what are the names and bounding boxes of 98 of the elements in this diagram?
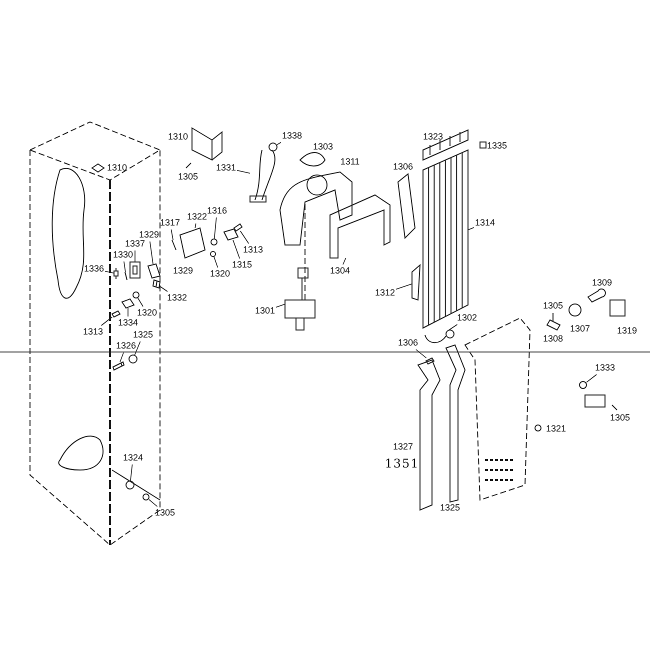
callout-number: 1307 xyxy=(570,324,590,334)
callout-number: 1321 xyxy=(546,424,566,434)
part-drawing xyxy=(179,227,206,259)
part-drawing xyxy=(223,228,239,241)
part-drawing xyxy=(330,194,390,258)
callout-number: 1329 xyxy=(172,266,194,276)
leader-line xyxy=(232,240,240,259)
part-drawing xyxy=(425,357,435,365)
callout-number: 1314 xyxy=(474,218,496,228)
part-drawing xyxy=(130,262,140,278)
callout-number: 1310 xyxy=(168,132,188,142)
callout-number: 1306 xyxy=(392,162,414,172)
callout-number: 1334 xyxy=(118,318,138,328)
callout-number: 1320 xyxy=(210,268,230,280)
leader-line xyxy=(214,217,217,240)
callout-number: 1301 xyxy=(254,306,276,316)
callout-number: 1332 xyxy=(166,292,188,304)
callout-number: 1338 xyxy=(282,130,302,142)
part-drawing xyxy=(424,330,454,344)
leader-line xyxy=(276,304,286,308)
callout-number: 1320 xyxy=(136,308,158,318)
leader-line xyxy=(468,227,474,230)
callout-number: 1331 xyxy=(216,162,236,174)
part-drawing xyxy=(147,263,161,279)
callout-number: 1305 xyxy=(154,508,176,518)
part-drawing xyxy=(111,310,121,318)
callout-number: 1302 xyxy=(456,312,478,324)
callout-number: 1309 xyxy=(592,278,612,288)
part-drawing xyxy=(114,268,118,280)
part-drawing xyxy=(124,272,128,280)
callout-number: 1305 xyxy=(610,412,630,424)
leader-line xyxy=(586,374,597,383)
washer-drawing xyxy=(268,142,278,152)
leader-line xyxy=(104,270,114,274)
washer-drawing xyxy=(210,251,216,257)
callout-number: 1313 xyxy=(82,326,104,338)
leader-line xyxy=(137,298,144,307)
part-drawing xyxy=(233,223,243,232)
callout-number: 1317 xyxy=(160,218,180,228)
washer-drawing xyxy=(142,494,150,500)
callout-number: 1325 xyxy=(440,502,460,514)
callout-number: 1319 xyxy=(616,326,638,336)
leader-line xyxy=(396,283,412,290)
callout-number: 1326 xyxy=(116,340,136,352)
part-drawing xyxy=(412,264,421,301)
leader-line xyxy=(276,142,282,146)
callout-number: 1313 xyxy=(242,244,264,256)
callout-number: 1308 xyxy=(542,334,564,344)
callout-number: 1316 xyxy=(206,206,228,216)
washer-drawing xyxy=(126,480,134,490)
leader-line xyxy=(148,499,158,507)
part-drawing xyxy=(172,240,176,250)
callout-number: 1306 xyxy=(398,338,418,348)
callout-number: 1336 xyxy=(84,264,104,274)
leader-line xyxy=(236,170,250,174)
leader-line xyxy=(130,464,133,482)
leader-line xyxy=(240,230,250,244)
part-drawing xyxy=(250,150,276,202)
part-drawing xyxy=(121,298,135,309)
callout-number: 1303 xyxy=(312,142,334,152)
leader-line xyxy=(120,352,124,362)
leader-line xyxy=(170,229,174,240)
callout-number: 1305 xyxy=(542,300,564,312)
callout-number: 1335 xyxy=(486,140,508,152)
callout-number: 1311 xyxy=(340,156,360,168)
callout-number: 1323 xyxy=(422,132,444,142)
callout-number: 1327 xyxy=(392,442,414,452)
leader-line xyxy=(160,286,168,292)
callout-number: 1312 xyxy=(374,288,396,298)
leader-line xyxy=(213,256,218,268)
washer-drawing xyxy=(210,238,218,246)
callout-number: 1324 xyxy=(122,452,144,464)
washer-drawing xyxy=(132,292,140,298)
washer-drawing xyxy=(579,381,587,389)
callout-number: 1305 xyxy=(178,172,198,182)
leader-line xyxy=(134,341,141,356)
part-drawing xyxy=(284,268,316,330)
callout-number: 1304 xyxy=(330,266,350,276)
callout-number: 1325 xyxy=(132,330,154,340)
callout-number: 1333 xyxy=(594,362,616,374)
callout-number: 1329 xyxy=(138,230,160,240)
leader-line xyxy=(194,223,196,228)
callout-number: 1330 xyxy=(112,250,134,260)
callout-number: 1337 xyxy=(124,238,146,250)
callout-number: 1322 xyxy=(186,212,208,222)
leader-line xyxy=(124,261,126,272)
callout-number: 1310 xyxy=(106,162,128,174)
handwritten-note: 1351 xyxy=(384,458,420,470)
leader-line xyxy=(150,241,154,264)
part-drawing xyxy=(112,361,125,370)
leader-line xyxy=(342,258,346,265)
washer-drawing xyxy=(128,354,138,364)
leader-line xyxy=(448,324,458,330)
part-drawing xyxy=(152,280,161,289)
leader-line xyxy=(134,250,136,262)
callout-number: 1315 xyxy=(232,260,252,270)
leader-line xyxy=(100,316,113,326)
leader-line xyxy=(416,349,427,358)
